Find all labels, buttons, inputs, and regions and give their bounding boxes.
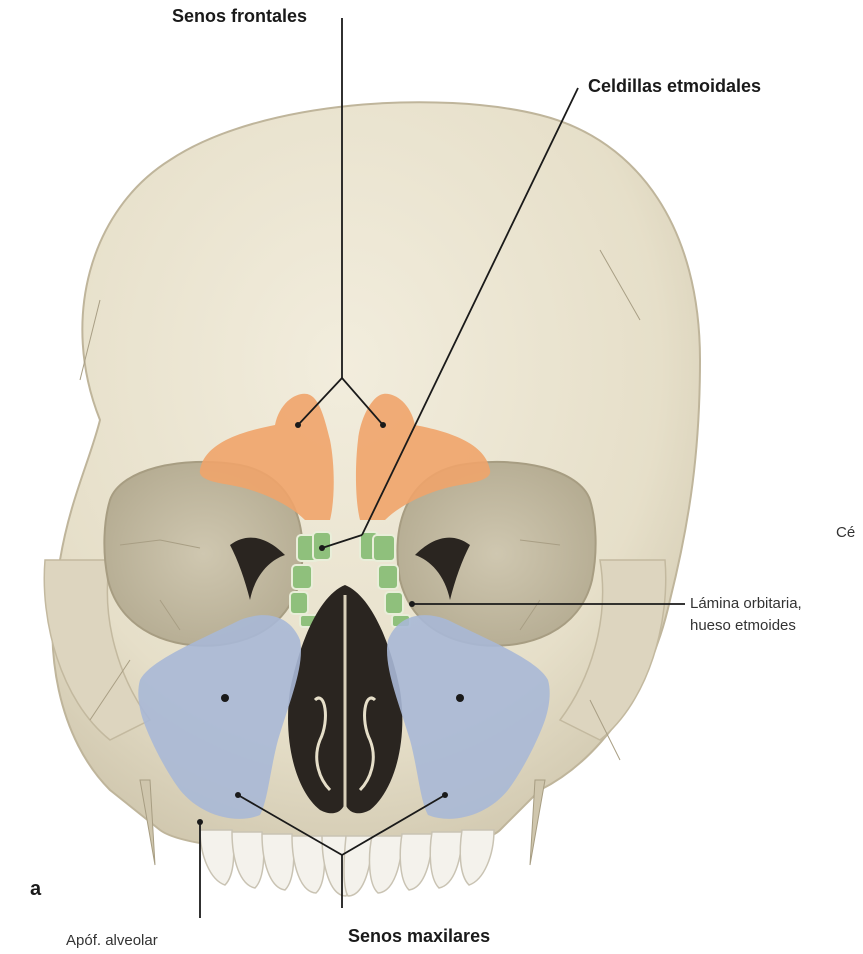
panel-letter: a — [30, 878, 41, 901]
label-senos-maxilares: Senos maxilares — [348, 926, 490, 947]
right-infraorbital-foramen — [456, 694, 464, 702]
label-senos-frontales: Senos frontales — [172, 6, 307, 27]
label-celdillas-etmoidales: Celdillas etmoidales — [588, 76, 761, 97]
label-lamina-orbitaria: Lámina orbitaria, — [690, 595, 802, 612]
label-hueso-etmoides: hueso etmoides — [690, 617, 796, 634]
left-infraorbital-foramen — [221, 694, 229, 702]
label-apof-alveolar: Apóf. alveolar — [66, 932, 158, 949]
upper-teeth — [200, 830, 494, 896]
cropped-label: Cé — [836, 524, 855, 541]
